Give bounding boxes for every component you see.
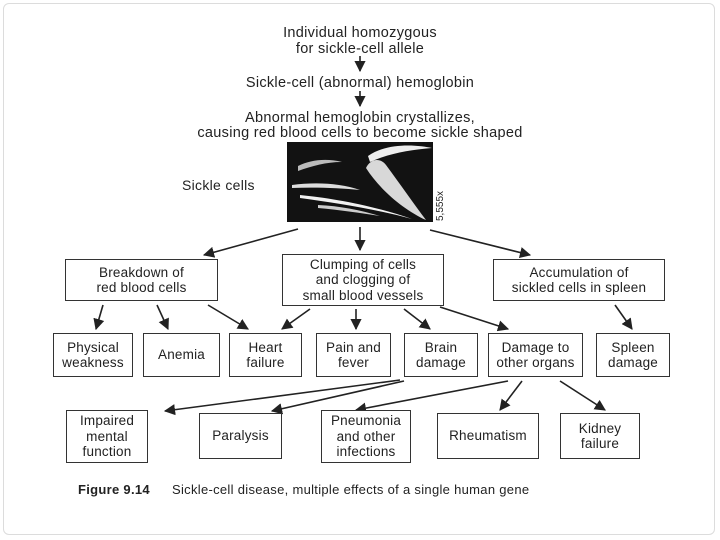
box-pain-and-fever: Pain and fever [316,333,391,377]
arrow-clumping-to-other-organs [439,306,510,332]
arrow-sickle-to-breakdown [202,228,299,258]
box-line: Rheumatism [449,428,527,444]
crystallizes-line-2: causing red blood cells to become sickle… [197,125,523,141]
box-line: Breakdown of [99,264,184,280]
box-line: Pneumonia [330,413,402,429]
arrow-clumping-to-brain-damage [403,308,431,330]
box-line: small blood vessels [302,287,424,303]
box-line: Pain and [326,339,381,355]
box-line: Damage to [501,339,570,355]
box-paralysis: Paralysis [199,413,282,459]
box-line: Paralysis [212,428,269,444]
box-line: mental [86,428,128,444]
box-line: other organs [496,355,575,370]
arrow-accumulation-to-spleen-damage [614,304,633,330]
slide-frame [3,3,715,535]
arrow-organs-to-pneumonia [354,380,509,414]
sickle-cell-micrograph [287,142,433,222]
arrow-breakdown-to-anemia [156,304,169,331]
arrow-organs-to-kidney-failure [559,380,606,411]
box-line: sickled cells in spleen [511,280,647,295]
box-rheumatism: Rheumatism [437,413,539,459]
box-line: infections [336,444,396,460]
box-brain-damage: Brain damage [404,333,478,377]
box-damage-to-other-organs: Damage to other organs [488,333,583,377]
allele-line-2: for sickle-cell allele [295,41,425,57]
box-line: damage [416,355,466,370]
box-line: fever [337,355,369,370]
box-line: Anemia [158,347,205,363]
arrow-sickle-to-accumulation [429,229,532,258]
figure-caption: Sickle-cell disease, multiple effects of… [172,482,530,497]
arrow-organs-to-rheumatism [499,380,523,411]
box-line: failure [580,436,620,451]
arrow-breakdown-to-physical-weakness [93,304,105,331]
figure-number: Figure 9.14 [78,482,150,497]
arrow-clumping-to-heart-failure [281,308,311,330]
box-line: Heart [248,339,283,355]
arrow-breakdown-to-heart-failure [207,304,249,330]
arrow-brain-to-paralysis [270,380,405,415]
box-line: and other [336,428,396,444]
box-line: Impaired [79,413,135,429]
box-line: Spleen [611,339,655,355]
box-accumulation-in-spleen: Accumulation of sickled cells in spleen [493,259,665,301]
crystallizes-line-1: Abnormal hemoglobin crystallizes, [245,110,475,126]
arrow-brain-to-impaired-function [163,379,401,416]
box-heart-failure: Heart failure [229,333,302,377]
hemoglobin-text: Sickle-cell (abnormal) hemoglobin [245,75,475,91]
box-kidney-failure: Kidney failure [560,413,640,459]
box-line: and clogging of [315,272,411,288]
magnification-label: 5,555x [435,190,446,222]
box-physical-weakness: Physical weakness [53,333,133,377]
box-clumping-of-cells: Clumping of cells and clogging of small … [282,254,444,306]
box-line: Physical [67,339,119,355]
box-line: failure [246,355,285,370]
box-impaired-mental-function: Impaired mental function [66,410,148,463]
box-line: damage [608,355,658,370]
box-line: weakness [62,355,124,370]
box-pneumonia-infections: Pneumonia and other infections [321,410,411,463]
box-line: red blood cells [96,280,187,295]
sickle-cells-label: Sickle cells [182,177,255,193]
box-line: Clumping of cells [309,256,417,272]
box-anemia: Anemia [143,333,220,377]
box-line: Kidney [578,420,622,436]
allele-line-1: Individual homozygous [283,25,437,41]
box-line: Brain [424,339,458,355]
box-spleen-damage: Spleen damage [596,333,670,377]
box-breakdown-red-blood-cells: Breakdown of red blood cells [65,259,218,301]
box-line: Accumulation of [529,264,629,280]
box-line: function [82,444,132,460]
